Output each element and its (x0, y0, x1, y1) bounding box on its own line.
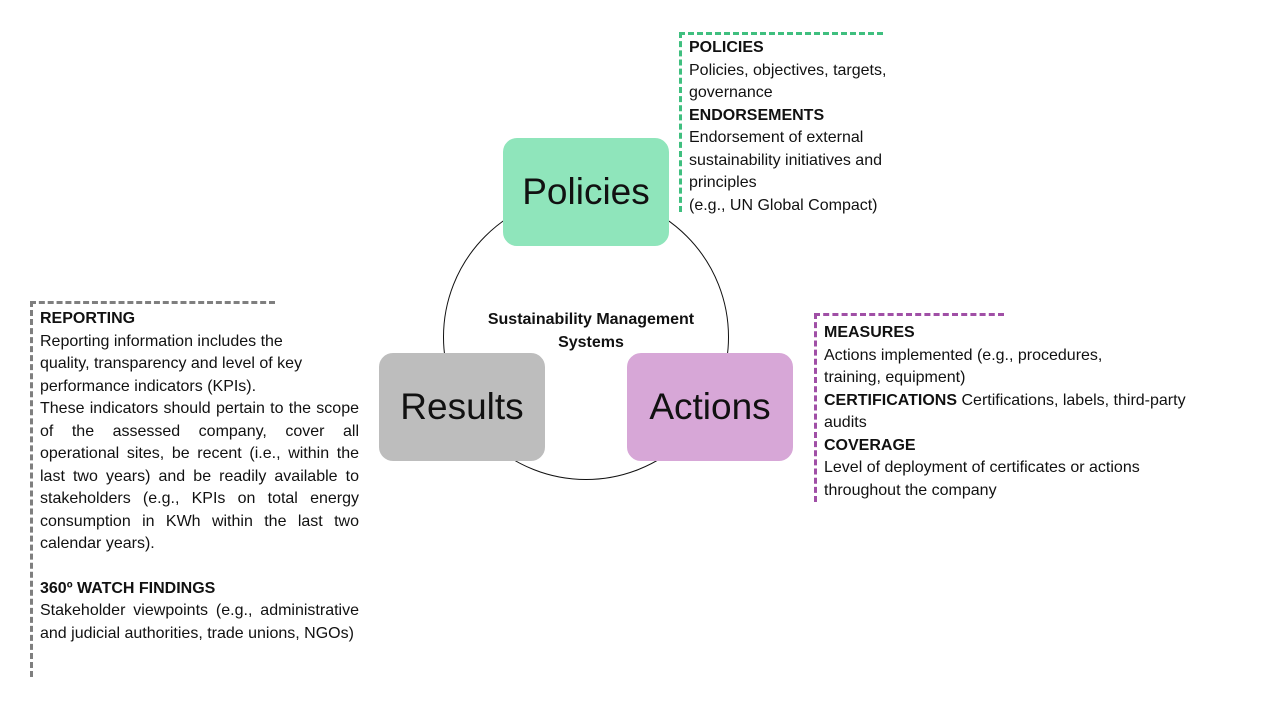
center-label-line1: Sustainability Management (487, 311, 695, 328)
actions-callout-left-border (814, 313, 817, 502)
coverage-text: Level of deployment of certificates or a… (824, 459, 1140, 499)
policies-node: Policies (503, 138, 669, 246)
endorsements-example: (e.g., UN Global Compact) (689, 196, 878, 214)
watch-findings-text: Stakeholder viewpoints (e.g., administra… (40, 602, 359, 642)
actions-callout-top-border (814, 313, 1004, 316)
coverage-heading: COVERAGE (824, 436, 916, 454)
results-node: Results (379, 353, 545, 461)
actions-node: Actions (627, 353, 793, 461)
measures-heading: MEASURES (824, 324, 915, 341)
policies-callout-top-border (679, 32, 883, 35)
reporting-indicators-text: These indicators should pertain to the s… (40, 400, 359, 552)
reporting-heading: REPORTING (40, 310, 136, 327)
watch-findings-heading: 360º WATCH FINDINGS (40, 579, 216, 597)
reporting-callout-top-border (30, 301, 275, 304)
actions-panel: MEASURES Actions implemented (e.g., proc… (824, 322, 1204, 502)
policies-text: Policies, objectives, targets, governanc… (689, 61, 887, 102)
endorsements-heading: ENDORSEMENTS (689, 106, 825, 124)
reporting-panel: REPORTING Reporting information includes… (40, 308, 359, 645)
certifications-text: Certifications, labels, third-party audi… (824, 391, 1186, 432)
policies-callout-left-border (679, 32, 682, 212)
reporting-callout-left-border (30, 301, 33, 677)
certifications-heading: CERTIFICATIONS (824, 391, 958, 409)
measures-text: Actions implemented (e.g., procedures, t… (824, 346, 1103, 387)
endorsements-text: Endorsement of external sustainability i… (689, 129, 882, 191)
policies-heading: POLICIES (689, 39, 764, 56)
center-label: Sustainability Management Systems (463, 308, 719, 354)
center-label-line2: Systems (558, 334, 624, 351)
reporting-text: Reporting information includes the quali… (40, 332, 303, 395)
policies-panel: POLICIES Policies, objectives, targets, … (689, 37, 939, 217)
